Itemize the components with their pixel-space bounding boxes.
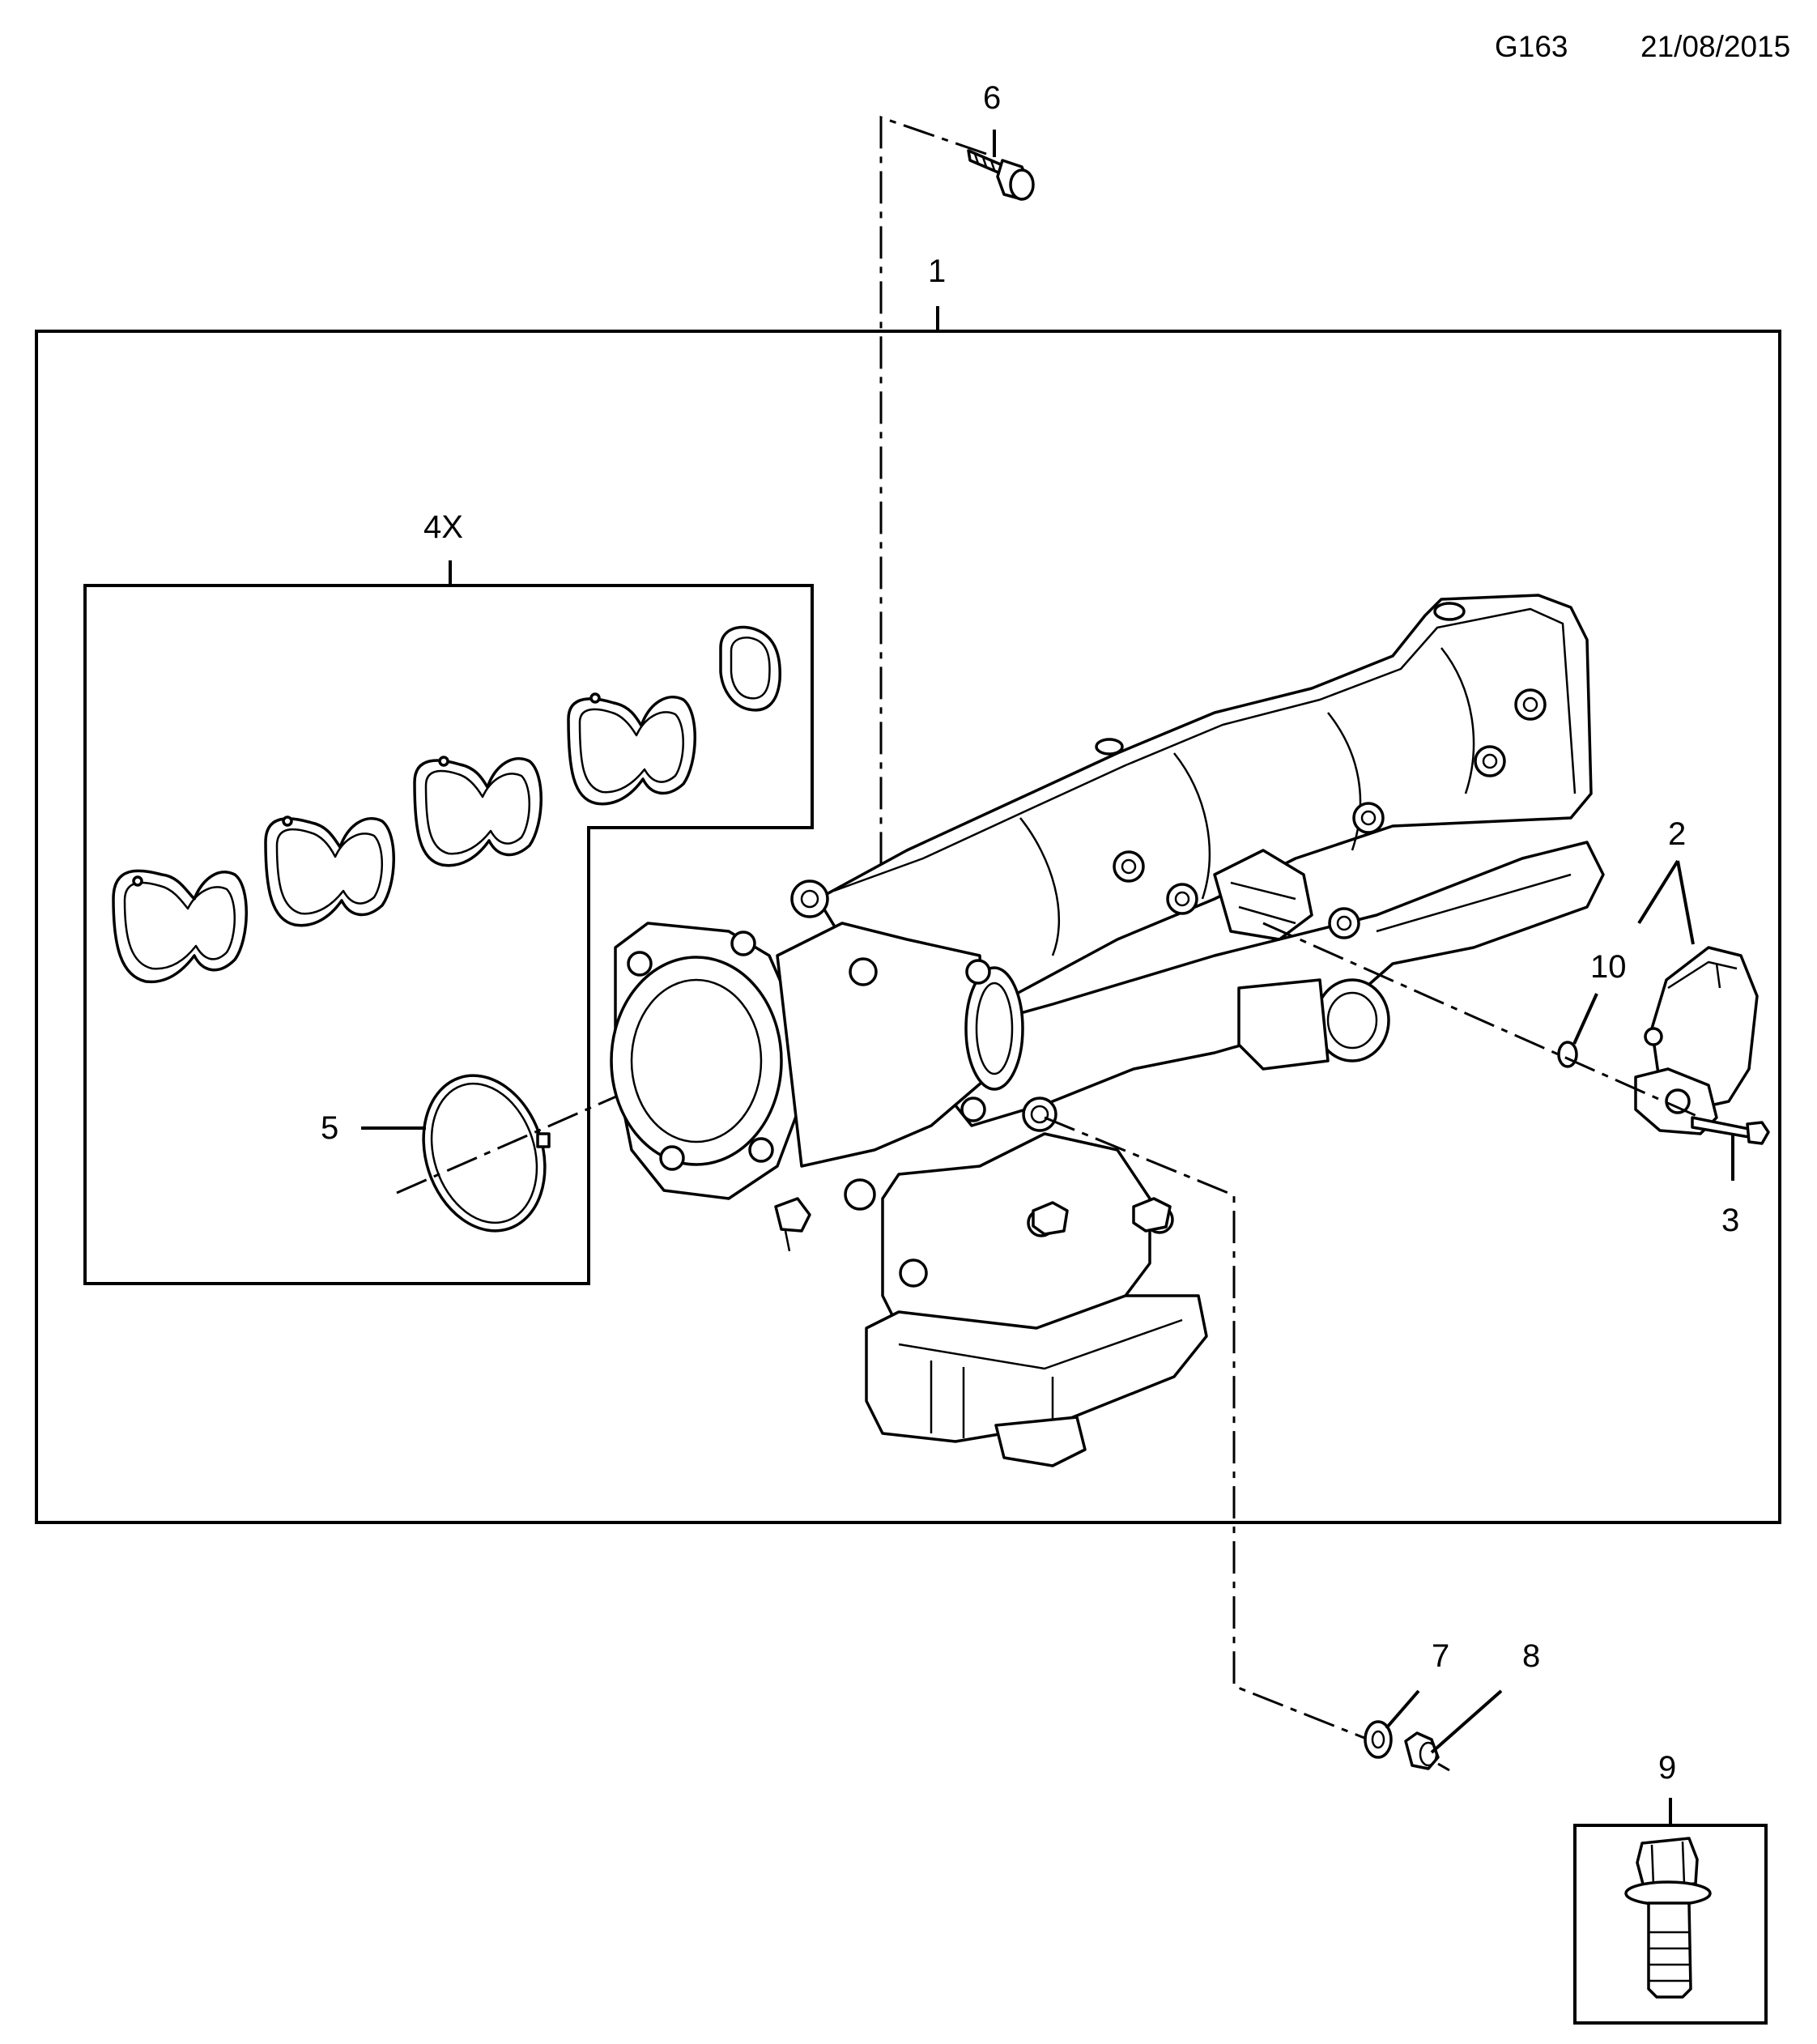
callout-2: 2 [1668,816,1686,852]
gasket-set-frame [83,584,814,1285]
pressure-sensor [1634,946,1759,1135]
sensor-o-ring [1557,1041,1578,1068]
callout-5: 5 [321,1110,338,1146]
diagram-code: G163 [1495,30,1568,63]
callout-10: 10 [1590,949,1627,985]
callout-9: 9 [1658,1750,1676,1786]
callout-line-2a [1676,860,1695,945]
fastener-path-line [1044,1116,1369,1741]
diagram-date: 21/08/2015 [1640,30,1790,63]
callout-4: 4X [423,509,463,545]
callout-6: 6 [983,80,1001,116]
washer [1364,1720,1393,1759]
callout-1: 1 [928,253,946,289]
callout-line-10 [1572,993,1598,1045]
assembly-frame [35,330,1781,1524]
manifold-gasket-1 [112,869,248,984]
sensor-axis-line [1262,922,1701,1119]
sensor-screw [1691,1116,1770,1145]
manifold-gasket-3 [413,757,543,867]
callout-line-8 [1430,1689,1503,1754]
bolt-6-path-line [879,115,987,902]
throttle-gasket-small [719,625,781,712]
flange-bolt [1624,1837,1712,1999]
callout-8: 8 [1522,1638,1540,1674]
intake-manifold [610,594,1605,1467]
upper-bolt [967,149,1035,201]
callout-3: 3 [1721,1203,1739,1238]
manifold-gasket-2 [264,817,395,927]
nut [1404,1731,1440,1770]
manifold-gaskets [112,625,781,984]
manifold-gasket-4 [567,696,696,806]
callout-line-7 [1385,1689,1420,1730]
callout-7: 7 [1432,1638,1449,1674]
nut-axis-line [1437,1762,1450,1772]
callout-line-2b [1637,859,1679,925]
